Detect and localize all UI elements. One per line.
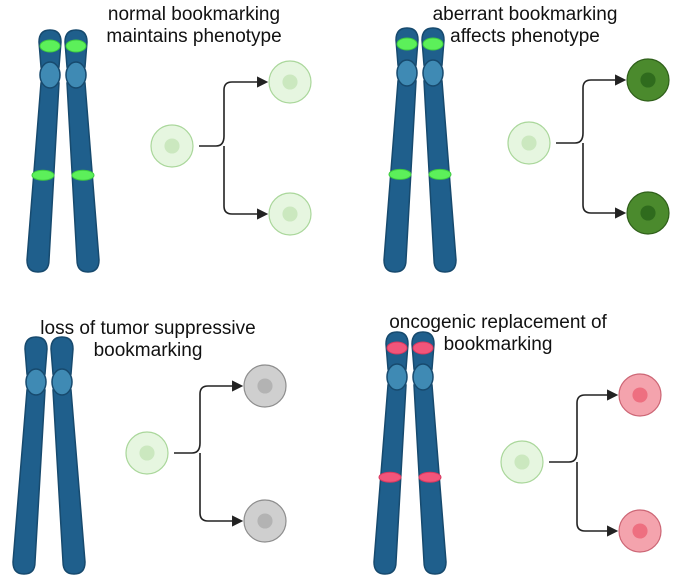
centromere xyxy=(39,61,61,89)
cell-nucleus xyxy=(282,74,298,90)
centromere xyxy=(396,59,418,87)
bookmark-cap xyxy=(386,341,408,355)
mother-cell xyxy=(507,121,551,165)
daughter-cell xyxy=(243,364,287,408)
cell-nucleus xyxy=(139,445,155,461)
cell-nucleus xyxy=(640,72,656,88)
cell-nucleus xyxy=(257,513,273,529)
daughter-cell xyxy=(618,509,662,553)
cell-nucleus xyxy=(632,523,648,539)
panel-2 xyxy=(383,27,627,273)
caption-line: loss of tumor suppressive xyxy=(40,318,256,339)
daughter-cell xyxy=(243,499,287,543)
bookmark-band xyxy=(418,471,442,483)
chromatid-left xyxy=(373,331,409,575)
arrow-to-daughter-top xyxy=(199,76,269,147)
arrow-to-daughter-top xyxy=(174,380,244,454)
arrow-to-daughter-bottom xyxy=(582,143,627,219)
bookmark-band xyxy=(388,168,412,180)
chromatid-right xyxy=(421,27,457,273)
bookmark-band xyxy=(71,169,95,181)
centromere xyxy=(51,368,73,396)
daughter-cell xyxy=(618,373,662,417)
caption-oncogenic-replacement: oncogenic replacement of bookmarking xyxy=(368,312,628,356)
daughter-cell xyxy=(626,58,670,102)
centromere xyxy=(422,59,444,87)
cell-nucleus xyxy=(632,387,648,403)
cell-nucleus xyxy=(164,138,180,154)
chromatid-left xyxy=(26,29,62,273)
bookmark-cap xyxy=(396,37,418,51)
mother-cell xyxy=(125,431,169,475)
bookmark-cap xyxy=(39,39,61,53)
cell-nucleus xyxy=(257,378,273,394)
bookmark-cap xyxy=(65,39,87,53)
bookmark-cap xyxy=(412,341,434,355)
centromere xyxy=(412,363,434,391)
caption-line: bookmarking xyxy=(443,334,553,355)
arrow-to-daughter-bottom xyxy=(576,462,619,537)
chromatid-right xyxy=(50,336,86,575)
chromatid-left xyxy=(12,336,48,575)
arrow-to-daughter-top xyxy=(556,74,627,144)
centromere xyxy=(25,368,47,396)
panel-4 xyxy=(373,331,619,575)
cell-nucleus xyxy=(514,454,530,470)
caption-loss-of-tumor-suppressive: loss of tumor suppressive bookmarking xyxy=(18,318,278,362)
arrow-to-daughter-bottom xyxy=(199,453,244,527)
caption-line: maintains phenotype xyxy=(106,26,282,47)
chromatid-right xyxy=(64,29,100,273)
cell-nucleus xyxy=(282,206,298,222)
arrow-to-daughter-bottom xyxy=(223,146,269,220)
centromere xyxy=(386,363,408,391)
panel-3 xyxy=(12,336,244,575)
caption-line: bookmarking xyxy=(93,340,203,361)
caption-line: affects phenotype xyxy=(450,26,600,47)
cell-nucleus xyxy=(640,205,656,221)
arrow-to-daughter-top xyxy=(549,389,619,463)
chromatid-left xyxy=(383,27,419,273)
bookmark-band xyxy=(31,169,55,181)
bookmark-cap xyxy=(422,37,444,51)
daughter-cell xyxy=(268,192,312,236)
caption-line: aberrant bookmarking xyxy=(432,4,618,25)
bookmark-band xyxy=(428,168,452,180)
panel-1 xyxy=(26,29,269,273)
bookmark-band xyxy=(378,471,402,483)
mother-cell xyxy=(500,440,544,484)
cell-nucleus xyxy=(521,135,537,151)
caption-line: normal bookmarking xyxy=(107,4,281,25)
centromere xyxy=(65,61,87,89)
caption-aberrant-bookmarking: aberrant bookmarking affects phenotype xyxy=(415,4,635,48)
daughter-cell xyxy=(268,60,312,104)
caption-line: oncogenic replacement of xyxy=(389,312,607,333)
chromatid-right xyxy=(411,331,447,575)
daughter-cell xyxy=(626,191,670,235)
mother-cell xyxy=(150,124,194,168)
caption-normal-bookmarking: normal bookmarking maintains phenotype xyxy=(84,4,304,48)
